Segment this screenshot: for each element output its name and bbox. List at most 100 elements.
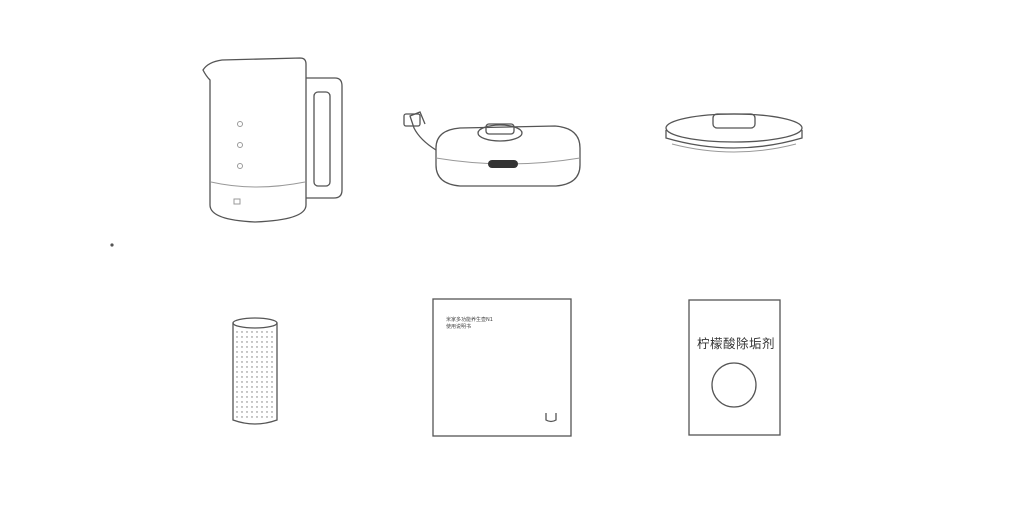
strainer-hole <box>256 371 258 373</box>
strainer-hole <box>241 351 243 353</box>
strainer-hole <box>271 336 273 338</box>
lid <box>665 113 803 153</box>
strainer-hole <box>256 396 258 398</box>
descaler-label: 柠檬酸除垢剂 <box>697 336 776 351</box>
strainer-hole <box>246 396 248 398</box>
strainer-hole <box>251 341 253 343</box>
strainer-hole <box>261 346 263 348</box>
strainer-hole <box>261 416 263 418</box>
strainer-hole <box>266 351 268 353</box>
strainer-hole <box>261 361 263 363</box>
strainer-hole <box>271 376 273 378</box>
strainer-hole <box>251 336 253 338</box>
strainer-hole <box>251 406 253 408</box>
strainer-hole <box>251 416 253 418</box>
strainer-hole <box>236 371 238 373</box>
strainer-hole <box>271 406 273 408</box>
strainer-hole <box>246 336 248 338</box>
strainer-hole <box>271 366 273 368</box>
manual-title-line-2: 使用说明书 <box>446 324 472 330</box>
strainer-hole <box>266 371 268 373</box>
strainer-hole <box>251 361 253 363</box>
strainer-hole <box>251 376 253 378</box>
strainer-hole <box>246 406 248 408</box>
strainer-hole <box>236 391 238 393</box>
strainer-hole <box>236 406 238 408</box>
strainer-hole <box>246 346 248 348</box>
strainer-hole <box>256 401 258 403</box>
strainer-hole <box>256 391 258 393</box>
strainer-hole <box>261 406 263 408</box>
strainer-hole <box>236 356 238 358</box>
strainer-hole <box>241 356 243 358</box>
strainer-hole <box>236 361 238 363</box>
strainer-hole <box>251 386 253 388</box>
strainer-hole <box>241 391 243 393</box>
strainer-hole <box>241 371 243 373</box>
strainer-hole <box>266 366 268 368</box>
strainer-hole <box>246 361 248 363</box>
strainer-hole <box>241 411 243 413</box>
strainer-hole <box>266 376 268 378</box>
strainer-hole <box>266 406 268 408</box>
strainer-hole <box>246 416 248 418</box>
strainer-hole <box>261 331 263 333</box>
strainer-hole <box>256 386 258 388</box>
strainer-hole <box>246 341 248 343</box>
strainer-hole <box>256 411 258 413</box>
strainer-hole <box>261 391 263 393</box>
strainer-hole <box>261 371 263 373</box>
strainer-hole <box>246 376 248 378</box>
strainer-hole <box>236 341 238 343</box>
strainer-hole <box>261 401 263 403</box>
kettle-base <box>403 111 581 187</box>
strainer-hole <box>271 411 273 413</box>
strainer-hole <box>236 331 238 333</box>
strainer-hole <box>251 371 253 373</box>
strainer-hole <box>236 386 238 388</box>
strainer-hole <box>246 371 248 373</box>
user-manual <box>432 298 572 437</box>
strainer-hole <box>236 381 238 383</box>
strainer-hole <box>236 366 238 368</box>
strainer-hole <box>236 346 238 348</box>
strainer-hole <box>266 396 268 398</box>
strainer-hole <box>256 331 258 333</box>
strainer-hole <box>251 346 253 348</box>
strainer-hole <box>256 381 258 383</box>
mi-logo-icon <box>233 198 241 205</box>
strainer-hole <box>256 341 258 343</box>
strainer-hole <box>266 391 268 393</box>
strainer-hole <box>251 391 253 393</box>
strainer-hole <box>266 401 268 403</box>
strainer-hole <box>241 381 243 383</box>
strainer-hole <box>266 381 268 383</box>
kettle-body <box>202 57 343 223</box>
strainer-hole <box>266 336 268 338</box>
strainer-hole <box>241 416 243 418</box>
strainer-hole <box>246 401 248 403</box>
strainer-hole <box>241 366 243 368</box>
strainer-hole <box>266 411 268 413</box>
strainer-hole <box>266 386 268 388</box>
strainer-hole <box>251 351 253 353</box>
strainer-hole <box>241 346 243 348</box>
strainer-hole <box>271 391 273 393</box>
strainer-hole <box>246 391 248 393</box>
strainer-hole <box>271 351 273 353</box>
strainer-hole <box>261 351 263 353</box>
strainer-hole <box>251 396 253 398</box>
strainer-hole <box>236 396 238 398</box>
strainer-hole <box>271 371 273 373</box>
strainer-hole <box>236 351 238 353</box>
strainer-hole <box>271 401 273 403</box>
manual-title: 米家多功能养生壶N1 使用说明书 <box>446 317 493 331</box>
strainer-hole <box>271 346 273 348</box>
strainer-hole <box>261 341 263 343</box>
strainer-hole <box>261 336 263 338</box>
strainer-hole <box>251 356 253 358</box>
mi-logo-icon <box>545 413 557 423</box>
strainer-hole <box>256 356 258 358</box>
strainer-hole <box>251 331 253 333</box>
